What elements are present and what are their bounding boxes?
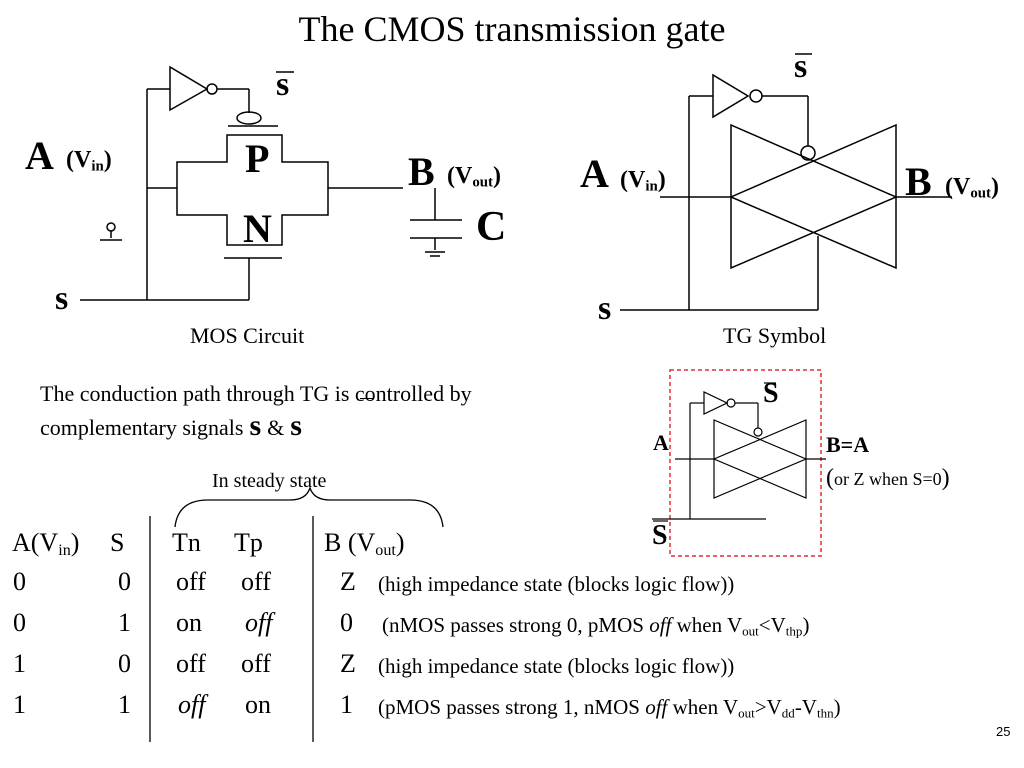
dashed-box (669, 369, 822, 557)
header-s: S (110, 528, 125, 557)
brace-label: In steady state (212, 470, 327, 492)
row0-s: 0 (118, 567, 131, 596)
header-tn: Tn (172, 528, 201, 557)
page-number: 25 (996, 724, 1011, 739)
row3-tn: off (178, 690, 206, 719)
small-tg-note: (or Z when S=0) (826, 465, 950, 491)
row2-tp: off (241, 649, 271, 678)
small-tg-label-a: A (653, 430, 669, 455)
nmos-label: N (243, 206, 272, 251)
mos-label-vout: (Vout) (447, 163, 501, 191)
capacitor-label: C (476, 204, 507, 250)
tg-label-a: A (580, 151, 609, 196)
row0-note: (high impedance state (blocks logic flow… (378, 572, 735, 596)
tg-caption: TG Symbol (723, 323, 827, 348)
row0-b: Z (340, 567, 356, 596)
row2-note: (high impedance state (blocks logic flow… (378, 654, 735, 678)
tg-label-vout: (Vout) (945, 174, 999, 202)
row2-tn: off (176, 649, 206, 678)
header-tp: Tp (234, 528, 263, 557)
description-overline (360, 398, 374, 399)
row0-tn: off (176, 567, 206, 596)
row3-tp: on (245, 690, 271, 719)
row3-s: 1 (118, 690, 131, 719)
row0-a: 0 (13, 567, 26, 596)
mos-label-s-bar: s (276, 66, 290, 103)
description-line1: The conduction path through TG is contro… (40, 381, 472, 406)
small-tg-label-b: B=A (826, 432, 870, 457)
mos-label-b: B (408, 149, 435, 194)
steady-state-brace (174, 485, 444, 528)
tg-label-vin: (Vin) (620, 167, 666, 195)
mos-label-vin: (Vin) (66, 147, 112, 175)
mos-label-s: s (55, 280, 69, 317)
row1-note: (nMOS passes strong 0, pMOS off when Vou… (382, 613, 810, 639)
row0-tp: off (241, 567, 271, 596)
pmos-label: P (245, 136, 270, 181)
row3-note: (pMOS passes strong 1, nMOS off when Vou… (378, 695, 841, 721)
tg-label-s-bar: s (794, 48, 808, 85)
header-b: B (Vout) (324, 528, 405, 560)
row2-a: 1 (13, 649, 26, 678)
small-tg-label-s: S (652, 520, 668, 551)
row3-a: 1 (13, 690, 26, 719)
row2-s: 0 (118, 649, 131, 678)
mos-caption: MOS Circuit (190, 323, 305, 348)
row2-b: Z (340, 649, 356, 678)
header-a: A(Vin) (12, 528, 80, 560)
row1-b: 0 (340, 608, 353, 637)
tg-gate-bubble (800, 145, 816, 161)
row1-s: 1 (118, 608, 131, 637)
row1-tp: off (245, 608, 273, 637)
row3-b: 1 (340, 690, 353, 719)
pmos-gate-bubble (236, 111, 262, 125)
page-title: The CMOS transmission gate (298, 9, 726, 49)
tg-label-s: s (598, 290, 612, 327)
row1-a: 0 (13, 608, 26, 637)
row1-tn: on (176, 608, 202, 637)
mos-label-a: A (25, 133, 54, 178)
tg-label-b: B (905, 159, 932, 204)
small-tg-label-s-bar: S (763, 378, 779, 409)
